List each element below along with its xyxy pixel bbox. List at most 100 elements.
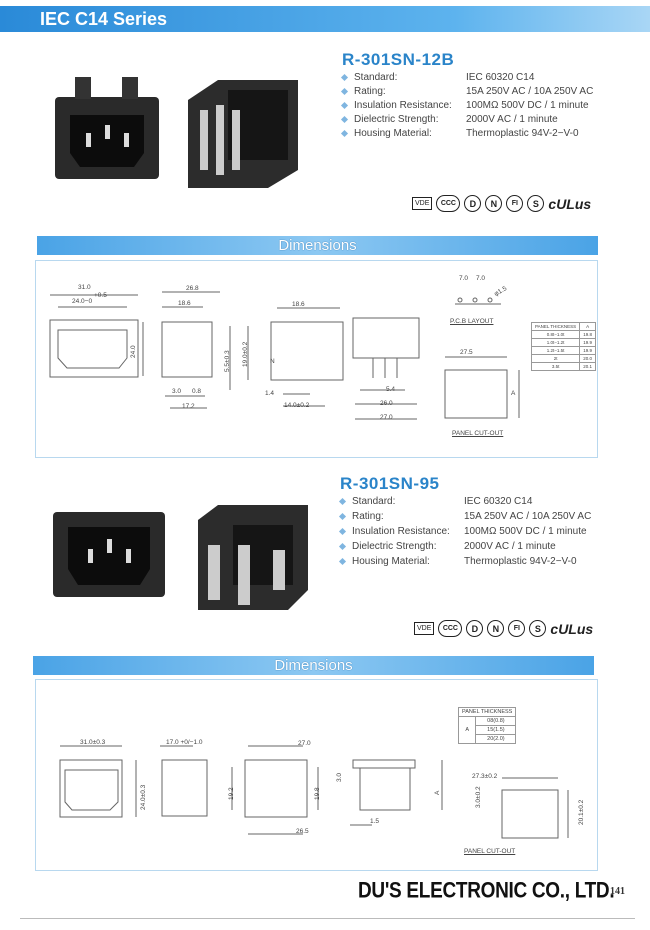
dim-label: 18.6 <box>178 300 191 307</box>
ccc-mark-icon: CCC <box>438 620 463 637</box>
table-cell: A <box>457 716 477 744</box>
dim-label: 24.0 <box>130 345 137 358</box>
dim-label: 3.0±0.2 <box>475 786 482 808</box>
bullet-icon <box>338 527 347 536</box>
dim-label: 31.0 <box>78 284 91 291</box>
series-title: IEC C14 Series <box>40 9 168 29</box>
table-header: A <box>579 322 596 331</box>
bullet-icon <box>340 87 349 96</box>
certification-marks: VDE CCC D N FI S cULus <box>412 195 591 212</box>
dim-label: N <box>270 358 275 365</box>
spec-row: Dielectric Strength: 2000V AC / 1 minute <box>338 541 620 555</box>
bullet-icon <box>340 101 349 110</box>
table-cell: 15(1.5) <box>475 725 517 735</box>
spec-label: Rating: <box>354 86 386 97</box>
dim-label: 31.0±0.3 <box>80 739 106 746</box>
spec-label: Dielectric Strength: <box>352 541 437 552</box>
spec-value: 100MΩ 500V DC / 1 minute <box>466 100 589 111</box>
technical-drawing-2 <box>20 690 600 870</box>
fi-mark-icon: FI <box>508 620 526 637</box>
spec-label: Standard: <box>354 72 398 83</box>
table-cell: 19.9 <box>579 346 596 355</box>
spec-value: IEC 60320 C14 <box>466 72 535 83</box>
bullet-icon <box>340 129 349 138</box>
spec-value: Thermoplastic 94V-2−V-0 <box>464 556 577 567</box>
spec-row: Insulation Resistance:100MΩ 500V DC / 1 … <box>340 100 622 114</box>
s-mark-icon: S <box>529 620 547 637</box>
dimensions-title: Dimensions <box>278 237 357 254</box>
spec-value: 2000V AC / 1 minute <box>464 541 556 552</box>
table-header: PANEL THICKNESS <box>457 707 517 717</box>
table-cell: 0.8t−1.0t <box>530 330 581 339</box>
fi-mark-icon: FI <box>506 195 524 212</box>
table-cell: 1.0t−1.2t <box>530 338 581 347</box>
dim-label: 7.0 <box>476 275 486 282</box>
page-number: 141 <box>610 886 625 897</box>
spec-row: Rating: 15A 250V AC / 10A 250V AC <box>340 86 622 100</box>
dim-label: 19.0±0.2 <box>242 341 249 367</box>
table-cell: 20.0 <box>579 354 596 363</box>
spec-row: Insulation Resistance:100MΩ 500V DC / 1 … <box>338 526 620 540</box>
spec-label: Standard: <box>352 496 396 507</box>
vde-mark-icon: VDE <box>414 622 435 635</box>
dim-label: 1.5 <box>370 818 380 825</box>
bullet-icon <box>338 542 347 551</box>
spec-row: Standard: IEC 60320 C14 <box>338 496 620 510</box>
table-cell: 1.2t−1.5t <box>530 346 581 355</box>
n-mark-icon: N <box>487 620 505 637</box>
spec-label: Insulation Resistance: <box>352 526 450 537</box>
table-cell: 19.8 <box>579 330 596 339</box>
spec-row: Standard: IEC 60320 C14 <box>340 72 622 86</box>
spec-value: 15A 250V AC / 10A 250V AC <box>464 511 592 522</box>
table-header: PANEL THICKNESS <box>530 322 581 331</box>
dim-label: 27.0 <box>380 414 393 421</box>
table-cell: 19.9 <box>579 338 596 347</box>
dim-label: 3.0 <box>336 772 343 782</box>
spec-row: Housing Material:Thermoplastic 94V-2−V-0 <box>338 556 620 570</box>
table-row: 20(2.0) <box>459 734 517 744</box>
product-photo-front <box>53 512 165 597</box>
dim-label: 17.0 +0/−1.0 <box>166 739 203 746</box>
footer-divider <box>20 918 635 919</box>
d-mark-icon: D <box>466 620 484 637</box>
technical-drawing-1 <box>35 260 598 458</box>
ccc-mark-icon: CCC <box>436 195 461 212</box>
dimensions-banner: Dimensions <box>37 236 598 255</box>
dim-label: 20.1±0.2 <box>578 799 585 825</box>
spec-value: 2000V AC / 1 minute <box>466 114 558 125</box>
dim-label: 26.8 <box>186 285 199 292</box>
spec-label: Housing Material: <box>354 128 432 139</box>
pcb-layout-caption: P.C.B LAYOUT <box>450 318 494 325</box>
dimensions-banner: Dimensions <box>33 656 594 675</box>
panel-cutout-caption: PANEL CUT-OUT <box>464 848 516 855</box>
dimensions-title: Dimensions <box>274 657 353 674</box>
dim-label: 1.4 <box>265 390 275 397</box>
dimensions-drawing-1 <box>35 260 598 458</box>
table-cell: 20.1 <box>579 362 596 371</box>
bullet-icon <box>340 115 349 124</box>
s-mark-icon: S <box>527 195 545 212</box>
dim-label: 27.5 <box>460 349 473 356</box>
product-photo-front <box>55 77 159 179</box>
spec-value: IEC 60320 C14 <box>464 496 533 507</box>
bullet-icon <box>338 557 347 566</box>
dim-label: 26.5 <box>296 828 309 835</box>
dim-label: 27.0 <box>298 740 311 747</box>
spec-label: Rating: <box>352 511 384 522</box>
dim-label: 19.2 <box>228 787 235 800</box>
dim-label: A <box>434 790 441 795</box>
table-cell: 3.5t <box>530 362 581 371</box>
vde-mark-icon: VDE <box>412 197 433 210</box>
company-name: DU'S ELECTRONIC CO., LTD. <box>358 879 615 904</box>
spec-value: 15A 250V AC / 10A 250V AC <box>466 86 594 97</box>
d-mark-icon: D <box>464 195 482 212</box>
series-header: IEC C14 Series <box>0 6 650 32</box>
product-model-title: R-301SN-95 <box>340 474 440 493</box>
dim-label: 18.6 <box>292 301 305 308</box>
